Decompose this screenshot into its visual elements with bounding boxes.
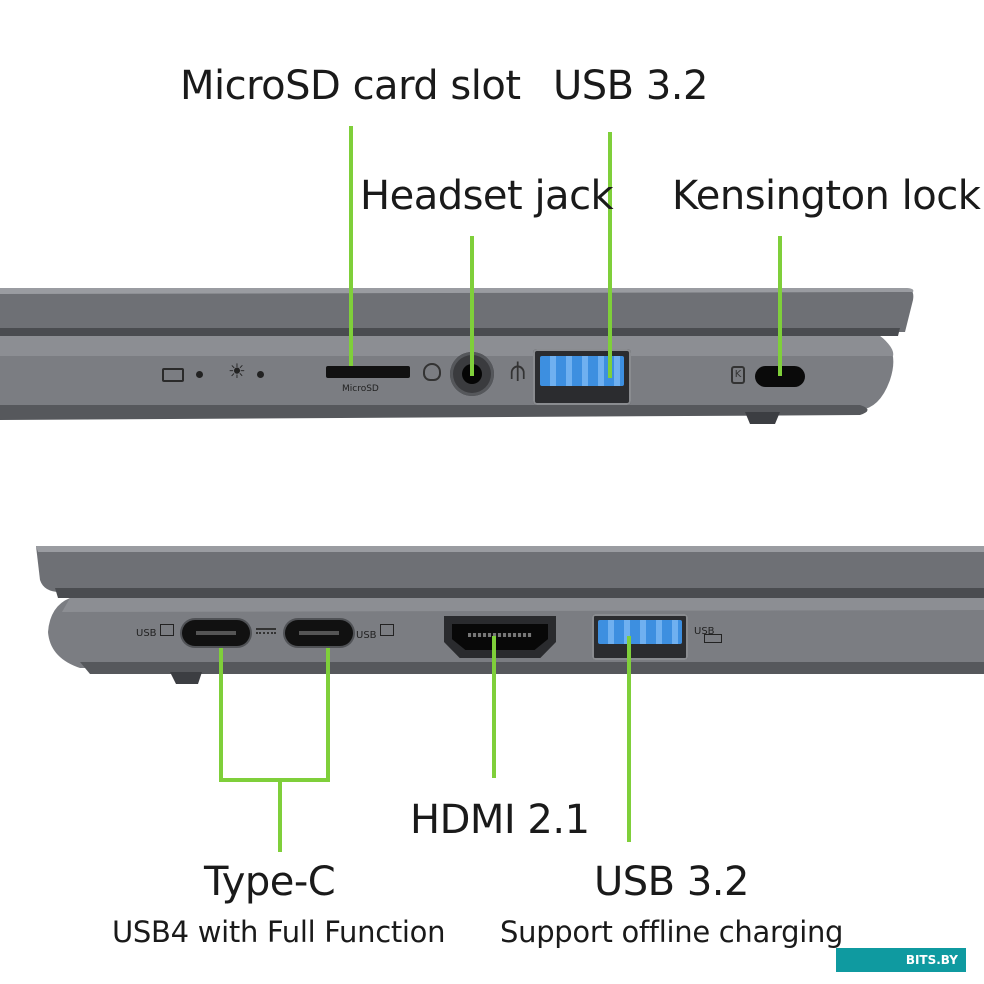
- usb-screen-icon: USB: [136, 624, 176, 642]
- callout-line-usb-bottom: [627, 636, 631, 842]
- microsd-slot[interactable]: [326, 366, 410, 378]
- label-usb32-bottom-sub: Support offline charging: [500, 915, 844, 949]
- callout-line-typec-stem: [278, 782, 282, 852]
- laptop-left-side: [0, 288, 914, 424]
- microsd-print-label: MicroSD: [342, 384, 379, 394]
- usb-charge-print: USB: [694, 626, 715, 637]
- callout-line-typec-bar: [219, 778, 330, 782]
- label-kensington: Kensington lock: [672, 173, 981, 219]
- callout-line-kensington: [778, 236, 782, 376]
- label-typec: Type-C: [204, 859, 336, 905]
- thunder-dash-icon: [256, 628, 276, 634]
- lock-k-icon: K: [731, 366, 745, 384]
- screen-icon-2: [380, 624, 394, 636]
- callout-line-typec-left: [219, 648, 223, 782]
- battery-icon: [704, 634, 722, 643]
- callout-line-microsd: [349, 126, 353, 366]
- callout-line-hdmi: [492, 636, 496, 778]
- usb32-port-bottom-insert: [598, 620, 682, 644]
- usb-screen-icon-2: USB: [356, 624, 400, 644]
- usb-trident-icon: ⫛: [510, 356, 526, 386]
- label-usb32-top: USB 3.2: [553, 63, 708, 109]
- battery-charge-icon: [162, 368, 184, 382]
- power-led: [257, 371, 264, 378]
- brightness-icon: ☀: [228, 359, 246, 383]
- callout-line-headset: [470, 236, 474, 376]
- watermark-logo: BITS.BY: [836, 948, 966, 972]
- hdmi-port-inner: [452, 624, 548, 650]
- hdmi-port-contacts: [468, 633, 532, 637]
- battery-led: [196, 371, 203, 378]
- label-hdmi: HDMI 2.1: [410, 797, 590, 843]
- typec-port-1-tongue: [196, 631, 236, 635]
- screen-icon: [160, 624, 174, 636]
- label-usb32-bottom: USB 3.2: [594, 859, 749, 905]
- label-headset: Headset jack: [360, 173, 614, 219]
- callout-line-typec-right: [326, 648, 330, 782]
- label-typec-sub: USB4 with Full Function: [112, 915, 446, 949]
- kensington-slot[interactable]: [755, 366, 805, 387]
- label-microsd: MicroSD card slot: [180, 63, 521, 109]
- callout-line-usb-top: [608, 132, 612, 378]
- headset-icon: [423, 363, 441, 381]
- typec-port-2-tongue: [299, 631, 339, 635]
- usb-right-print: USB: [356, 630, 377, 641]
- usb-left-print: USB: [136, 628, 157, 639]
- usb-battery-icon: USB: [694, 626, 730, 646]
